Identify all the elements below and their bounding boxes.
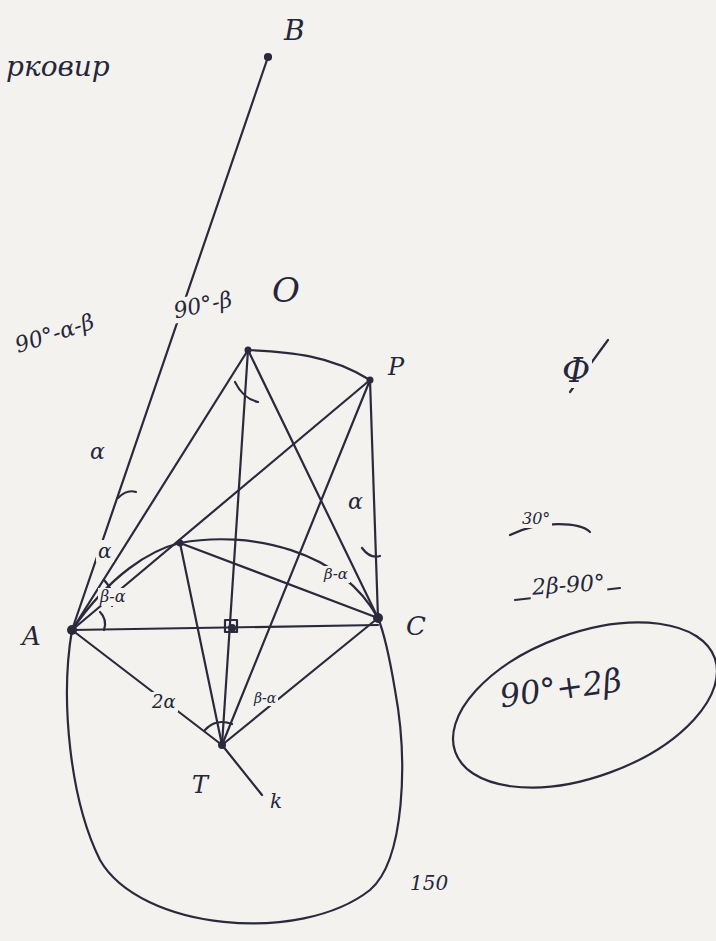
sketch-label: T [190, 772, 210, 798]
sketch-label: α [88, 440, 107, 464]
sketch-label: O [270, 272, 302, 308]
sketch-label: B [282, 16, 307, 46]
sketch-label: α [346, 490, 365, 514]
sketch-label: β-α [252, 690, 278, 706]
sketch-label: 90°-α-β [10, 309, 99, 358]
sketch-label: 2α [150, 692, 178, 712]
sketch-label: 90°+2β [496, 663, 626, 714]
sketch-label: 30° [520, 510, 552, 528]
sketch-label: α [96, 540, 114, 562]
sketch-label: A [20, 622, 43, 650]
sketch-label: Ф [560, 352, 592, 388]
sketch-label: P [386, 354, 406, 380]
sketch-label: 150 [408, 872, 450, 894]
sketch-label: k [268, 790, 284, 812]
sketch-label: β-α [322, 566, 350, 583]
sketch-label: рковир [4, 52, 112, 82]
sketch-label: C [404, 612, 428, 640]
sketch-label: β-α [98, 588, 127, 606]
sketch-label: 90°-β [170, 287, 237, 324]
sketch-label: 2β-90° [529, 571, 608, 600]
